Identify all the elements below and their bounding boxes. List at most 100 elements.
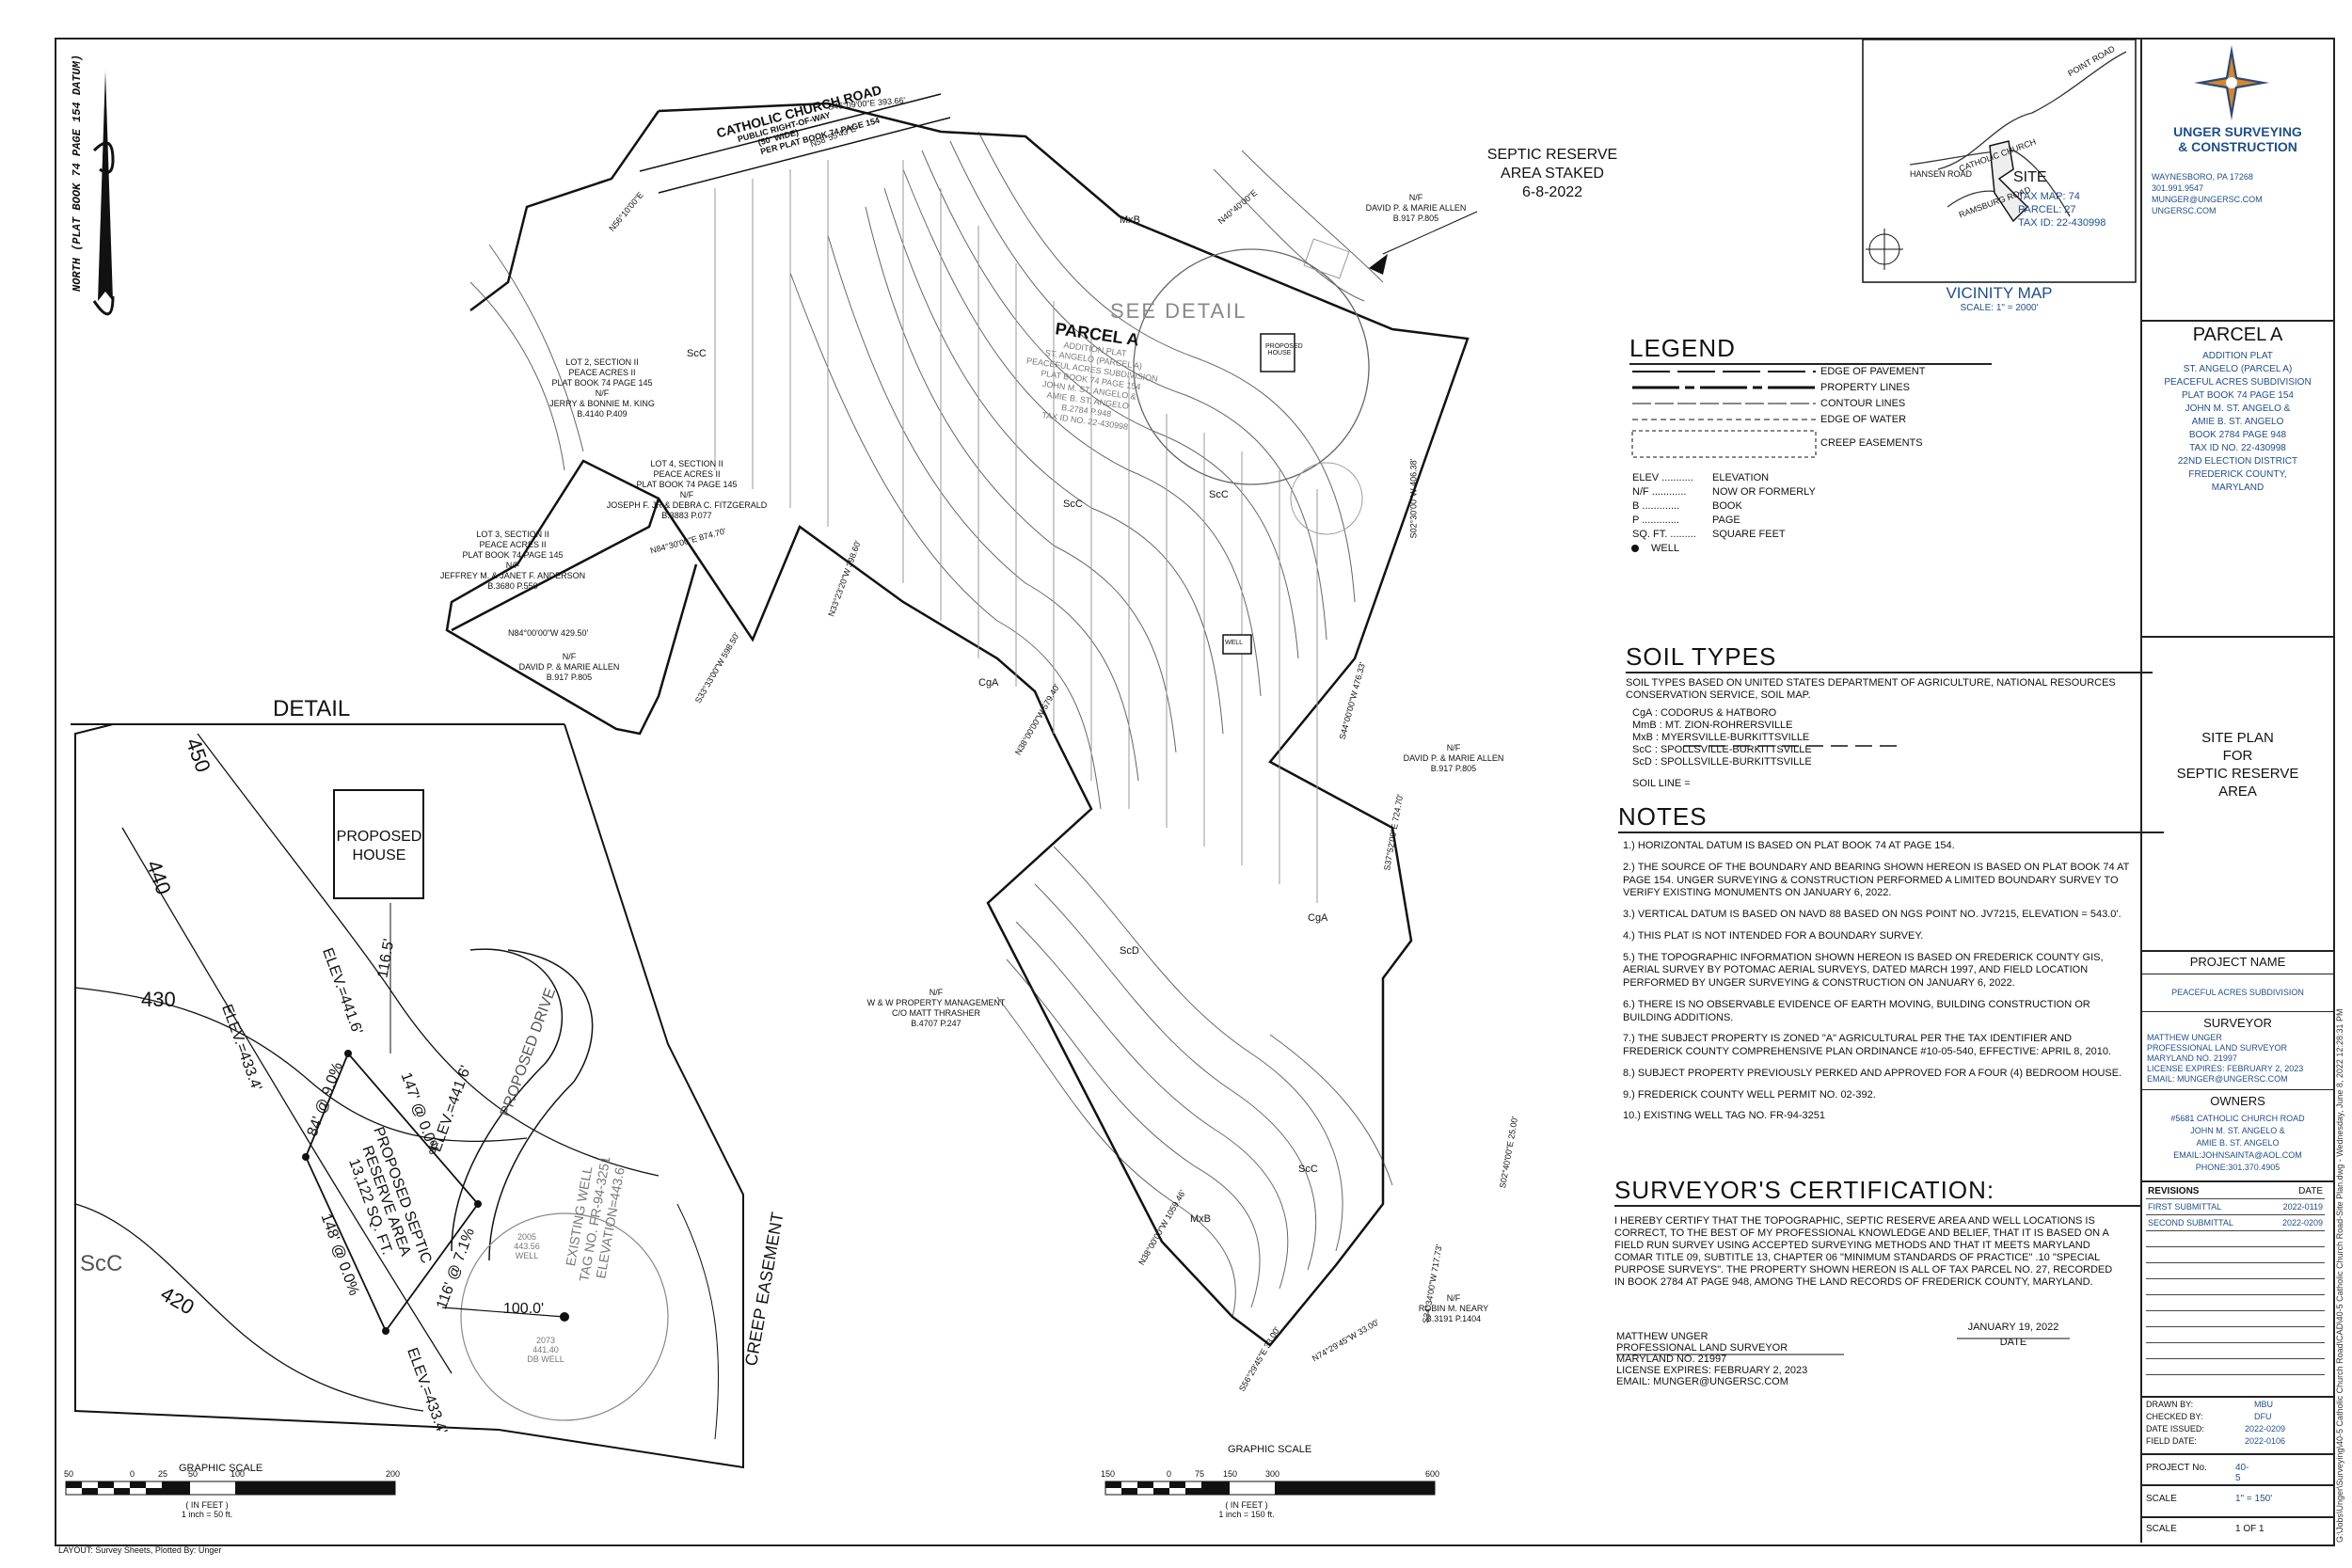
detail-well-circle — [460, 1212, 669, 1421]
legend-block: EDGE OF PAVEMENT PROPERTY LINES CONTOUR … — [1632, 362, 2009, 569]
tb-project-no: PROJECT No.40-5 — [2146, 1463, 2249, 1483]
site-plan-drawing — [65, 39, 2137, 1496]
certification-date: JANUARY 19, 2022 DATE — [1967, 1322, 2059, 1348]
note-item: 10.) EXISTING WELL TAG NO. FR-94-3251 — [1623, 1110, 1825, 1122]
vicinity-map-frame — [1862, 39, 2137, 283]
note-item: 4.) THIS PLAT IS NOT INTENDED FOR A BOUN… — [1623, 929, 1924, 942]
soil-label: ScD — [1120, 945, 1139, 957]
scale-tick: 100 — [230, 1469, 246, 1479]
tb-owners-label: OWNERS — [2210, 1094, 2265, 1108]
note-item: 6.) THERE IS NO OBSERVABLE EVIDENCE OF E… — [1623, 998, 2090, 1023]
title-block: UNGER SURVEYING& CONSTRUCTION WAYNESBORO… — [2140, 38, 2333, 1543]
parcel-boundary — [445, 102, 1470, 1347]
legend-well-icon — [1631, 545, 1639, 552]
soil-label: ScC — [1209, 489, 1229, 500]
soil-label: ScC — [1063, 499, 1083, 510]
soil-label: MxB — [1190, 1213, 1211, 1225]
note-item: 7.) THE SUBJECT PROPERTY IS ZONED "A" AG… — [1623, 1033, 2111, 1057]
plan-well-label: WELL — [1225, 640, 1244, 646]
sheet-border — [55, 38, 2335, 1546]
scale-tick: 150 — [1101, 1469, 1116, 1479]
notes-list: 1.) HORIZONTAL DATUM IS BASED ON PLAT BO… — [1623, 840, 2131, 1132]
legend-abbrev-value: ELEVATION — [1712, 472, 1770, 483]
vicinity-site-label: SITE — [2013, 169, 2047, 185]
bearing: N84°00'00"W 429.50' — [508, 628, 589, 638]
scale-tick: 75 — [1195, 1469, 1205, 1479]
legend-abbrev-value: NOW OR FORMERLY — [1712, 486, 1816, 498]
note-item: 9.) FREDERICK COUNTY WELL PERMIT NO. 02-… — [1623, 1088, 1876, 1101]
tb-surveyor-label: SURVEYOR — [2203, 1016, 2272, 1030]
soil-type-item: ScC : SPOLLSVILLE-BURKITTSVILLE — [1632, 744, 1812, 755]
well-radius-circle — [1290, 462, 1363, 535]
soil-types-intro: SOIL TYPES BASED ON UNITED STATES DEPART… — [1626, 677, 2116, 701]
plan-house-label: PROPOSED HOUSE — [1265, 343, 1303, 356]
scale-plan-title: GRAPHIC SCALE — [1228, 1444, 1312, 1455]
note-item: 5.) THE TOPOGRAPHIC INFORMATION SHOWN HE… — [1623, 951, 2104, 990]
vicinity-map-title: VICINITY MAP SCALE: 1" = 2000' — [1946, 284, 2053, 313]
scale-tick: 0 — [130, 1469, 135, 1479]
legend-label: CONTOUR LINES — [1820, 398, 1906, 409]
catholic-church-road — [639, 93, 951, 194]
soil-label: CgA — [978, 677, 999, 689]
certification-body: I HEREBY CERTIFY THAT THE TOPOGRAPHIC, S… — [1614, 1215, 2113, 1288]
soil-label: CgA — [1308, 912, 1328, 924]
scale-detail-title: GRAPHIC SCALE — [179, 1463, 263, 1474]
scale-tick: 25 — [158, 1469, 168, 1479]
scale-bar-plan — [1104, 1481, 1436, 1496]
scale-tick: 50 — [64, 1469, 74, 1479]
scale-tick: 0 — [1167, 1469, 1172, 1479]
soil-type-item: MmB : MT. ZION-ROHRERSVILLE — [1632, 720, 1793, 731]
scale-tick: 300 — [1265, 1469, 1280, 1479]
scale-tick: 200 — [386, 1469, 401, 1479]
tb-meta: DRAWN BY:MBU CHECKED BY:DFU DATE ISSUED:… — [2146, 1400, 2286, 1446]
legend-label: CREEP EASEMENTS — [1820, 437, 1923, 449]
vicinity-site-outline — [1989, 140, 2029, 223]
scale-tick: 50 — [188, 1469, 199, 1479]
layout-note: LAYOUT: Survey Sheets, Plotted By: Unger — [58, 1545, 222, 1555]
see-detail-circle — [1133, 248, 1370, 485]
detail-house-label: PROPOSED HOUSE — [336, 829, 422, 863]
company-name: UNGER SURVEYING& CONSTRUCTION — [2173, 124, 2302, 154]
soil-types-title: SOIL TYPES — [1626, 642, 2153, 673]
certification-signer: MATTHEW UNGER PROFESSIONAL LAND SURVEYOR… — [1616, 1331, 1808, 1387]
proposed-house-footprint — [1260, 333, 1295, 372]
scale-detail-unit: ( IN FEET )1 inch = 50 ft. — [181, 1500, 233, 1519]
legend-abbrev-value: BOOK — [1712, 500, 1742, 512]
tb-project-name-label: PROJECT NAME — [2189, 955, 2286, 969]
soil-label: MxB — [1120, 214, 1140, 226]
detail-contour-label: 430 — [141, 988, 176, 1011]
note-item: 2.) THE SOURCE OF THE BOUNDARY AND BEARI… — [1623, 861, 2130, 899]
vicinity-north-icon — [1866, 229, 1903, 270]
soil-label: ScC — [687, 348, 707, 359]
scale-tick: 150 — [1223, 1469, 1238, 1479]
file-path: G:\Jobs\Unger\Surveying\40-5 Catholic Ch… — [2335, 1008, 2344, 1543]
soil-line-label: SOIL LINE = — [1632, 778, 1691, 789]
tb-project-name: PEACEFUL ACRES SUBDIVISION — [2171, 988, 2304, 997]
legend-abbrev-value: PAGE — [1712, 515, 1740, 526]
vicinity-road-label: HANSEN ROAD — [1910, 169, 1973, 179]
legend-abbrev: P ............. — [1632, 515, 1679, 526]
legend-abbrev-value: WELL — [1651, 543, 1679, 554]
scale-plan-unit: ( IN FEET )1 inch = 150 ft. — [1218, 1500, 1275, 1519]
legend-abbrev: ELEV ........... — [1632, 472, 1693, 483]
certification-title: SURVEYOR'S CERTIFICATION: — [1614, 1176, 2141, 1207]
legend-title: LEGEND — [1629, 334, 1992, 365]
existing-well-icon — [560, 1312, 569, 1322]
contour-lines — [469, 131, 1393, 1318]
legend-label: EDGE OF PAVEMENT — [1820, 366, 1926, 377]
soil-label: ScC — [1298, 1164, 1318, 1175]
